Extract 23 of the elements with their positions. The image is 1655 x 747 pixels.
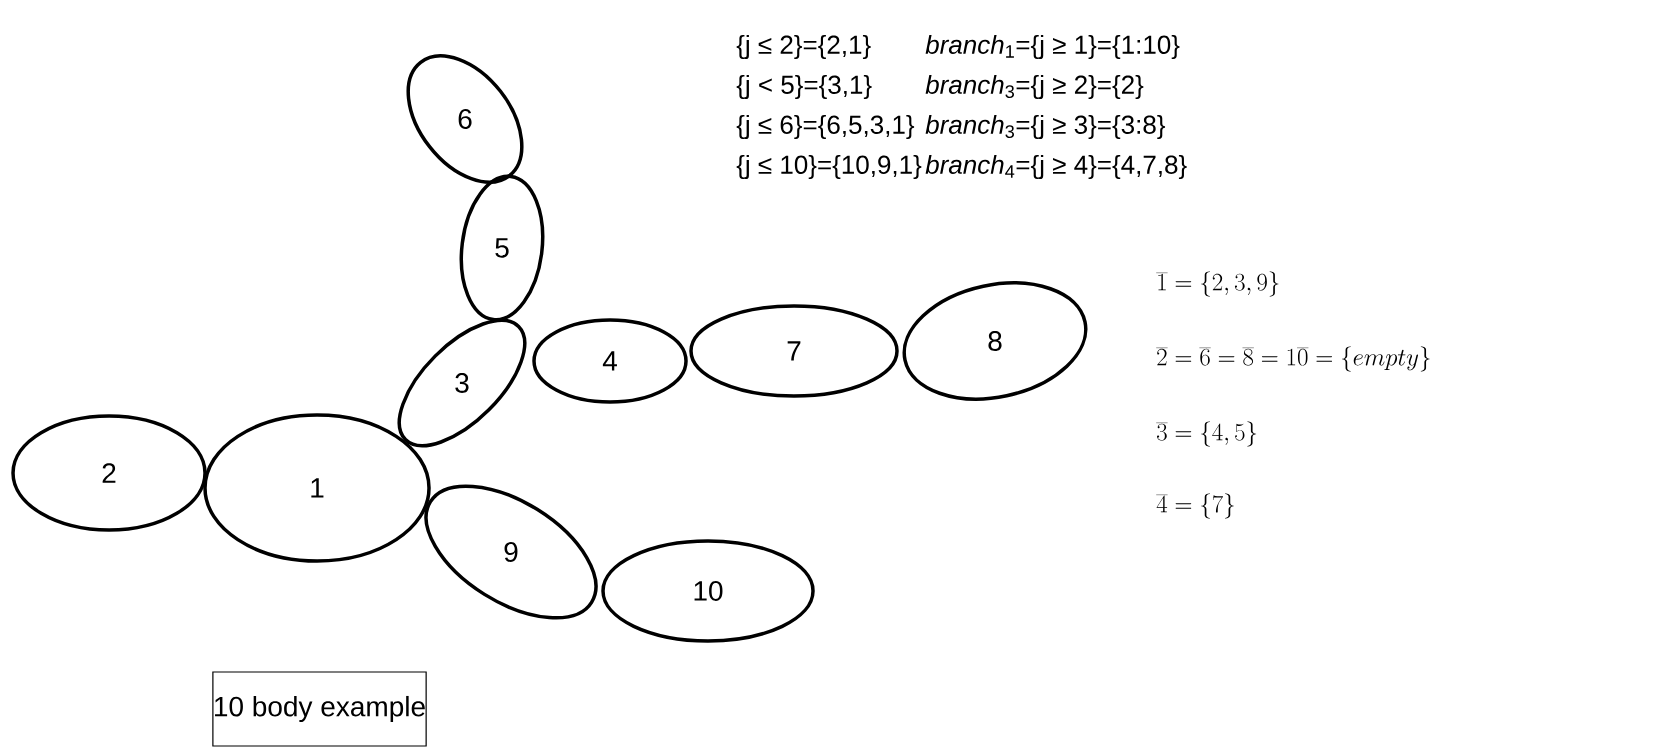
set-label: {j ≤ 2}={2,1} [736,34,871,60]
set-label: {j ≤ 6}={6,5,3,1} [736,114,915,140]
ellipse-body: 3 [397,318,527,448]
ellipse-body: 2 [11,414,207,532]
set-label: branch$_{3}$={j ≥ 3}={3:8} [925,114,1166,140]
ellipse-body: 10 [601,539,815,643]
caption-box: 10 body example [212,671,427,747]
set-label: branch$_{3}$={j ≥ 2}={2} [925,74,1144,100]
formula: $\overline{1}=\{2,3,9\}$ [1156,271,1279,297]
ellipse-body: 5 [459,174,545,322]
ellipse-body: 9 [424,484,598,620]
set-label: branch$_{4}$={j ≥ 4}={4,7,8} [925,154,1187,180]
ellipse-body: 8 [902,281,1088,401]
ellipse-body: 1 [203,413,431,563]
ellipse-body: 6 [406,54,524,184]
formula: $\overline{2}=\overline{6}=\overline{8}=1\overline{0}=\{empty\}$ [1156,346,1430,372]
set-label: branch$_{1}$={j ≥ 1}={1:10} [925,34,1180,60]
ellipse-body: 4 [532,318,688,404]
formula: $\overline{3}=\{4,5\}$ [1156,421,1257,447]
formula: $\overline{4}=\{7\}$ [1156,493,1234,519]
ellipse-body: 7 [689,304,899,398]
set-label: {j < 5}={3,1} [736,74,872,100]
set-label: {j ≤ 10}={10,9,1} [736,154,922,180]
